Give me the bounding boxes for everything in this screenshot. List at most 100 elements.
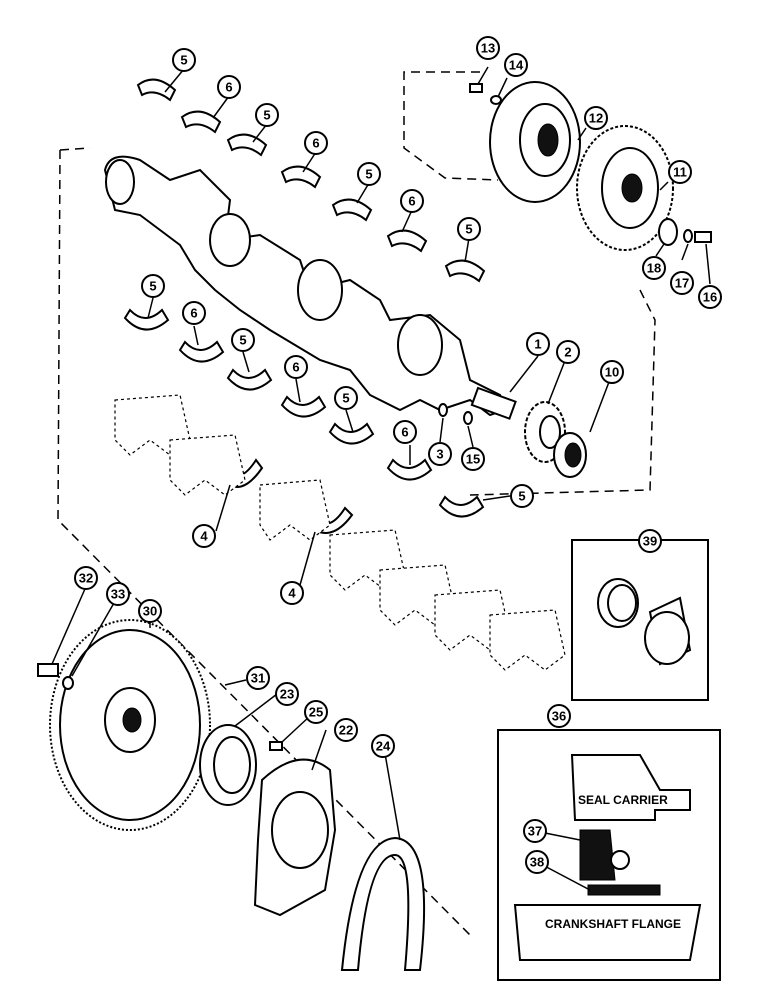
svg-text:6: 6 — [292, 360, 299, 375]
svg-text:5: 5 — [518, 489, 525, 504]
svg-text:5: 5 — [365, 167, 372, 182]
svg-text:25: 25 — [309, 705, 323, 720]
svg-text:4: 4 — [288, 586, 296, 601]
callout-18: 18 — [642, 256, 666, 280]
lower-bearing-shells — [123, 308, 485, 518]
svg-text:6: 6 — [401, 425, 408, 440]
main-bearing-caps — [114, 394, 566, 671]
callout-23: 23 — [275, 682, 299, 706]
callout-38: 38 — [525, 850, 549, 874]
svg-text:5: 5 — [180, 53, 187, 68]
seal-carrier-label: SEAL CARRIER — [578, 793, 668, 807]
callout-22: 22 — [334, 718, 358, 742]
svg-text:31: 31 — [251, 671, 265, 686]
callout-5: 5 — [172, 48, 196, 72]
seal-carrier-section — [570, 754, 691, 821]
washer-18 — [658, 218, 678, 246]
callout-16: 16 — [698, 285, 722, 309]
pilot-bearing-tool — [644, 596, 692, 666]
pilot-bushing — [597, 578, 639, 628]
svg-text:5: 5 — [465, 222, 472, 237]
callout-3: 3 — [428, 442, 452, 466]
pulley-group-outline — [403, 71, 499, 181]
washer-17 — [683, 229, 693, 243]
svg-text:16: 16 — [703, 290, 717, 305]
crankshaft-flange-label: CRANKSHAFT FLANGE — [545, 917, 681, 931]
svg-text:6: 6 — [225, 80, 232, 95]
callout-5: 5 — [457, 217, 481, 241]
seal-lip-section — [579, 829, 616, 881]
seal-spring — [610, 850, 630, 870]
callout-31: 31 — [246, 666, 270, 690]
callout-17: 17 — [670, 271, 694, 295]
bolt-13 — [469, 83, 483, 93]
gasket-24 — [340, 836, 426, 971]
callout-36: 36 — [547, 704, 571, 728]
callout-25: 25 — [304, 700, 328, 724]
callout-5: 5 — [510, 484, 534, 508]
crankshaft — [103, 155, 517, 420]
callout-15: 15 — [461, 447, 485, 471]
key-3 — [438, 403, 448, 417]
callout-39: 39 — [638, 529, 662, 553]
callout-6: 6 — [284, 355, 308, 379]
key-15 — [463, 411, 473, 425]
svg-text:6: 6 — [312, 136, 319, 151]
callout-33: 33 — [106, 582, 130, 606]
svg-text:15: 15 — [466, 452, 480, 467]
svg-text:18: 18 — [647, 261, 661, 276]
svg-text:11: 11 — [673, 165, 687, 180]
svg-text:12: 12 — [589, 111, 603, 126]
svg-text:24: 24 — [376, 739, 391, 754]
callout-11: 11 — [668, 160, 692, 184]
flywheel — [49, 619, 211, 831]
bolt-16 — [694, 231, 712, 243]
svg-text:22: 22 — [339, 723, 353, 738]
svg-text:2: 2 — [564, 345, 571, 360]
callout-24: 24 — [371, 734, 395, 758]
washer-14 — [490, 95, 502, 105]
rear-seal — [199, 724, 257, 806]
svg-text:1: 1 — [534, 337, 541, 352]
leader-lines — [51, 66, 711, 891]
svg-text:17: 17 — [675, 276, 689, 291]
callout-37: 37 — [523, 819, 547, 843]
bolt-25 — [269, 741, 283, 751]
callout-5: 5 — [357, 162, 381, 186]
callout-5: 5 — [334, 386, 358, 410]
front-seal — [553, 432, 587, 478]
callout-6: 6 — [182, 301, 206, 325]
svg-text:38: 38 — [530, 855, 544, 870]
callout-6: 6 — [393, 420, 417, 444]
callout-4: 4 — [192, 524, 216, 548]
svg-text:37: 37 — [528, 824, 542, 839]
callout-1: 1 — [526, 332, 550, 356]
svg-text:5: 5 — [239, 333, 246, 348]
seal-carrier-bore — [271, 791, 329, 869]
svg-text:6: 6 — [408, 194, 415, 209]
svg-text:32: 32 — [79, 571, 93, 586]
callout-13: 13 — [476, 36, 500, 60]
bolt-32 — [37, 663, 59, 677]
callout-12: 12 — [584, 106, 608, 130]
callout-6: 6 — [304, 131, 328, 155]
callout-4: 4 — [280, 581, 304, 605]
inset-39-box — [571, 539, 709, 701]
callout-10: 10 — [600, 360, 624, 384]
svg-text:33: 33 — [111, 587, 125, 602]
callout-5: 5 — [255, 103, 279, 127]
callout-5: 5 — [141, 274, 165, 298]
crankshaft-group-outline — [57, 147, 656, 936]
callout-14: 14 — [504, 53, 528, 77]
svg-text:3: 3 — [436, 447, 443, 462]
svg-text:5: 5 — [342, 391, 349, 406]
svg-text:13: 13 — [481, 41, 495, 56]
svg-text:14: 14 — [509, 58, 524, 73]
crankshaft-pulley — [489, 81, 581, 203]
svg-text:5: 5 — [149, 279, 156, 294]
callout-30: 30 — [138, 599, 162, 623]
wear-sleeve — [587, 884, 661, 896]
svg-text:6: 6 — [190, 306, 197, 321]
svg-text:4: 4 — [200, 529, 208, 544]
